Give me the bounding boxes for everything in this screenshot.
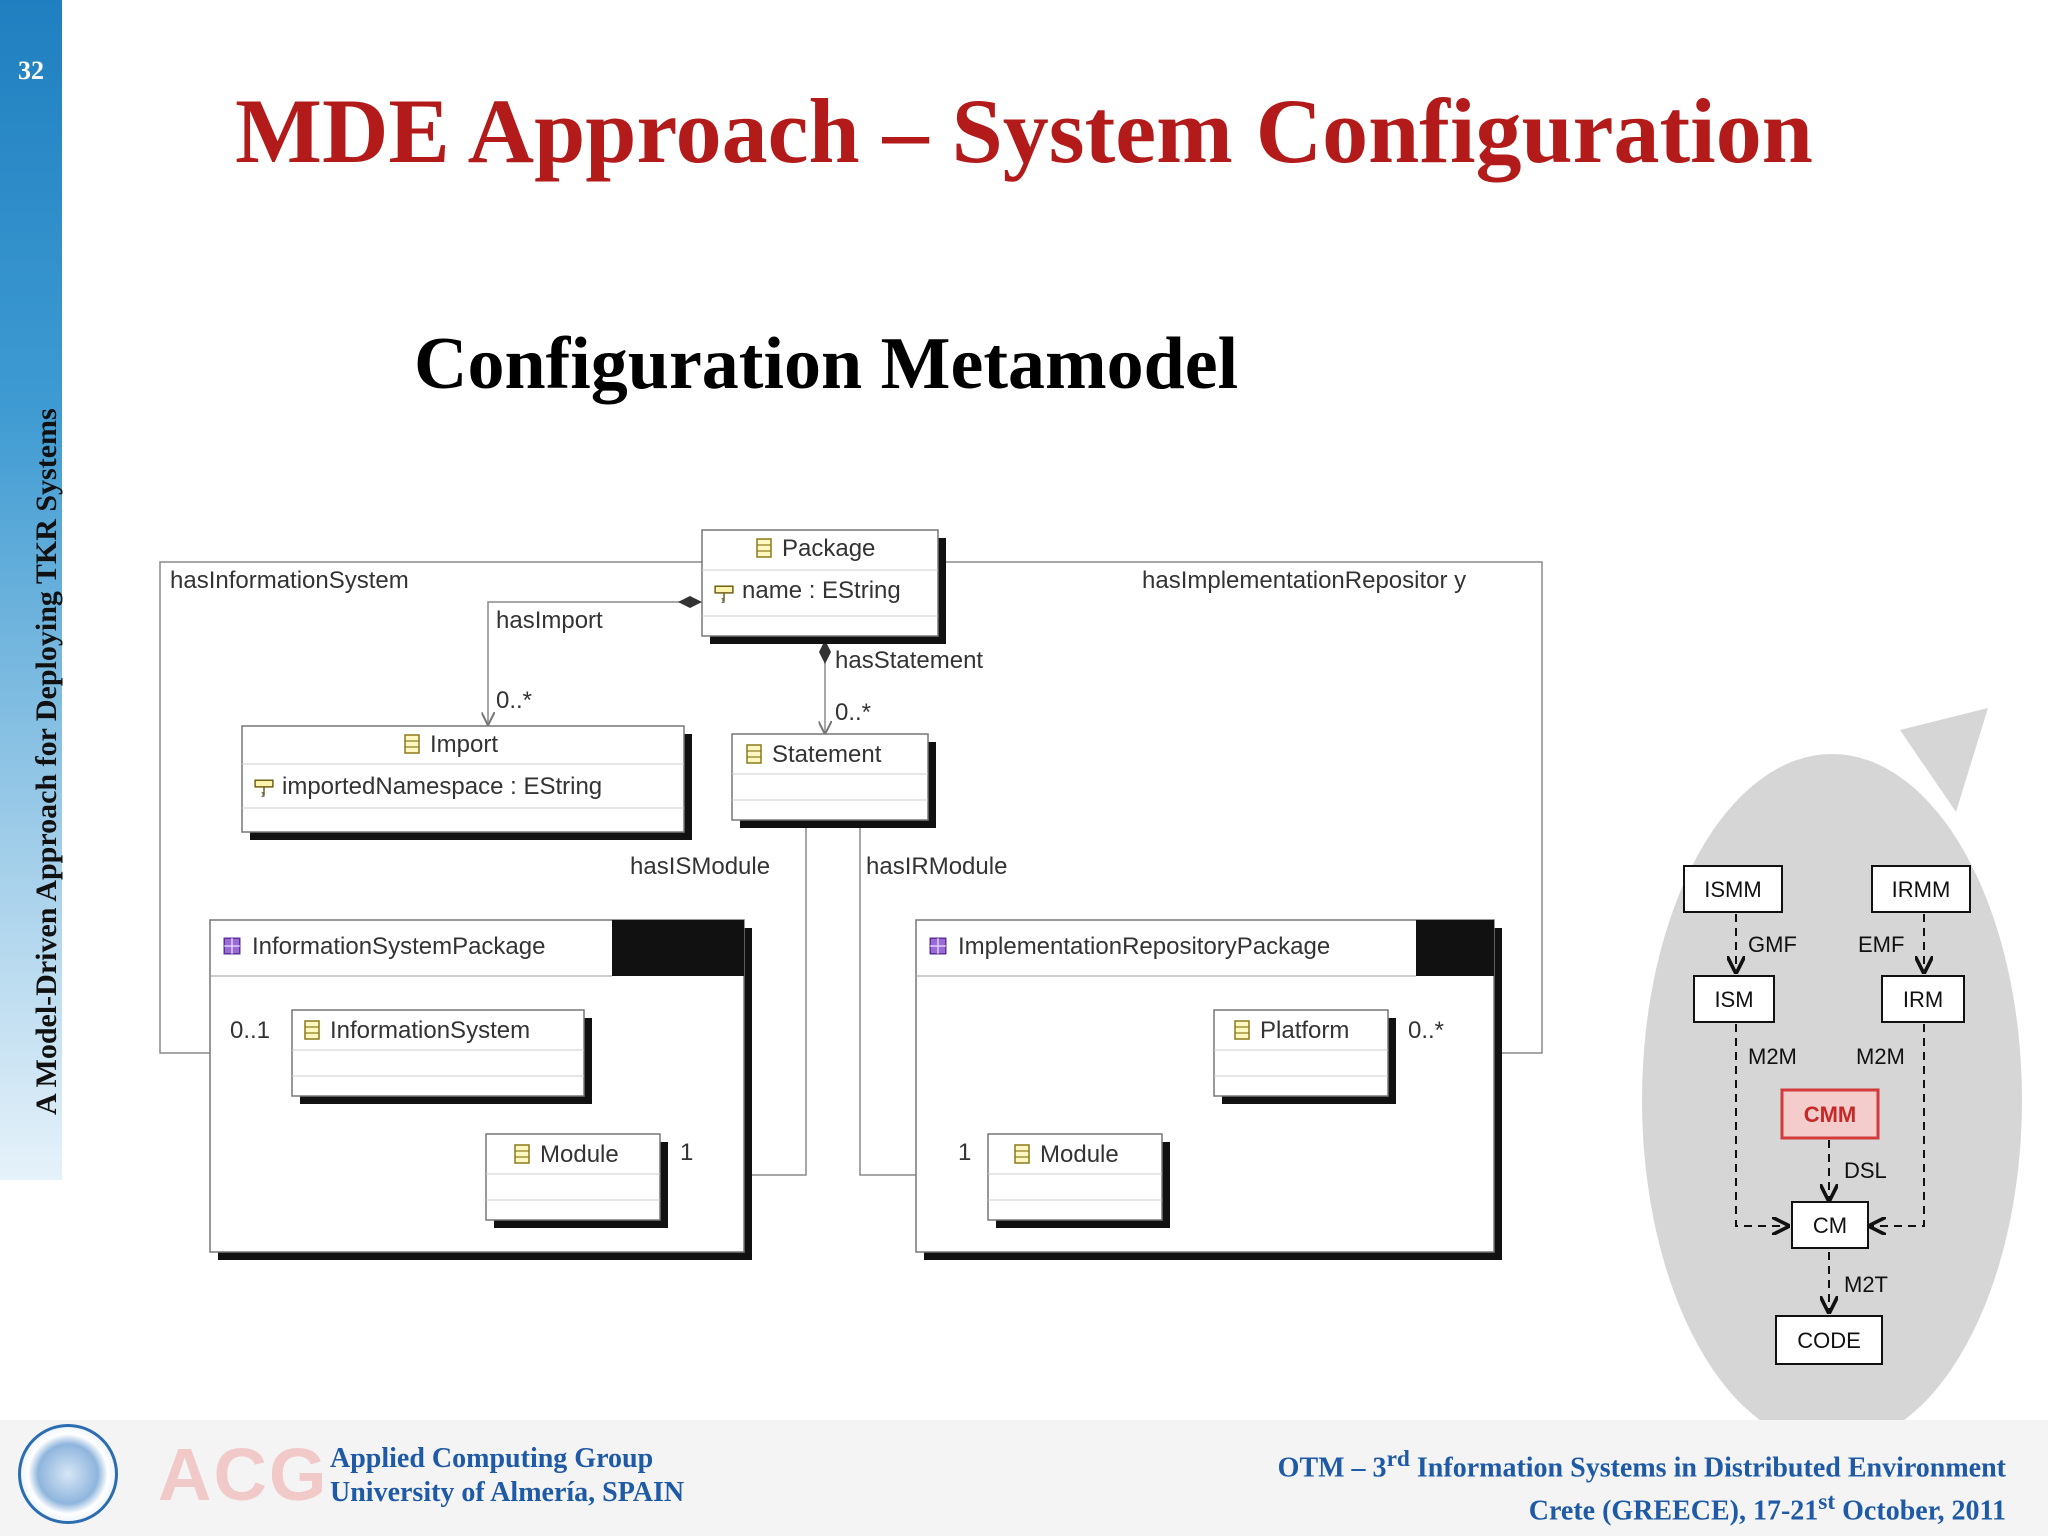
package-class-name: Package: [782, 535, 875, 562]
implementation-repository-package: ImplementationRepositoryPackage: [915, 919, 1502, 1260]
has-import-line: [488, 601, 702, 724]
package-class: Package name : EString: [701, 529, 946, 644]
node-code: CODE: [1797, 1328, 1861, 1353]
label-gmf: GMF: [1748, 932, 1797, 957]
node-irmm: IRMM: [1892, 877, 1951, 902]
rel-has-is-module: hasISModule: [630, 853, 770, 880]
information-system-name: InformationSystem: [330, 1017, 530, 1044]
university-seal: [18, 1424, 118, 1524]
class-icon: [404, 734, 420, 754]
label-emf: EMF: [1858, 932, 1904, 957]
node-irm: IRM: [1903, 987, 1943, 1012]
statement-class: Statement: [731, 733, 936, 828]
class-icon: [1014, 1144, 1030, 1164]
footer-conference: OTM – 3rd Information Systems in Distrib…: [1277, 1446, 2006, 1484]
arrow-irm-cm: [1870, 1024, 1925, 1226]
rel-has-impl-repo: hasImplementationRepositor y: [1142, 567, 1466, 594]
slide-number: 32: [18, 56, 44, 85]
package-icon: [223, 937, 241, 955]
import-class-name: Import: [430, 731, 498, 758]
platform-class: Platform: [1213, 1009, 1396, 1104]
mult-module-left: 1: [680, 1139, 693, 1166]
cmm-box: [1780, 1088, 1880, 1140]
module-left-class: Module: [485, 1133, 668, 1228]
mult-statement: 0..*: [835, 699, 871, 726]
label-m2m-right: M2M: [1856, 1044, 1905, 1069]
class-icon: [746, 744, 762, 764]
node-ism: ISM: [1714, 987, 1753, 1012]
class-icon: [304, 1020, 320, 1040]
label-m2t: M2T: [1844, 1272, 1888, 1297]
relation-labels: hasInformationSystem hasImport hasStatem…: [170, 567, 1466, 1166]
package-attribute: name : EString: [742, 577, 901, 604]
rel-has-statement: hasStatement: [835, 647, 983, 674]
node-ismm: ISMM: [1704, 877, 1761, 902]
node-cmm: CMM: [1804, 1102, 1857, 1127]
rel-has-ir-module: hasIRModule: [866, 853, 1007, 880]
mde-process-flow: ISMM IRMM GMF EMF ISM IRM M2M M2M CMM DS…: [1683, 865, 1971, 1365]
rel-has-information-system: hasInformationSystem: [170, 567, 409, 594]
ir-package-name: ImplementationRepositoryPackage: [958, 933, 1330, 960]
module-left-name: Module: [540, 1141, 619, 1168]
import-attribute: importedNamespace : EString: [282, 773, 602, 800]
side-bar: [0, 0, 62, 1180]
package-icon: [929, 937, 947, 955]
platform-name: Platform: [1260, 1017, 1349, 1044]
class-icon: [756, 538, 772, 558]
rel-has-import: hasImport: [496, 607, 603, 634]
class-icon: [514, 1144, 530, 1164]
footer-place-date: Crete (GREECE), 17-21st October, 2011: [1528, 1489, 2006, 1527]
footer-right: OTM – 3rd Information Systems in Distrib…: [1278, 1442, 2006, 1529]
information-system-class: InformationSystem: [291, 1009, 592, 1104]
bubble-tail: [1900, 708, 1988, 812]
mult-platform: 0..*: [1408, 1017, 1444, 1044]
label-m2m-left: M2M: [1748, 1044, 1797, 1069]
node-cm: CM: [1813, 1213, 1847, 1238]
label-dsl: DSL: [1844, 1158, 1887, 1183]
mult-import: 0..*: [496, 687, 532, 714]
footer-band: [0, 1420, 2048, 1536]
import-class: Import importedNamespace : EString: [241, 725, 692, 840]
statement-class-name: Statement: [772, 741, 882, 768]
arrow-ism-cm: [1735, 1024, 1788, 1226]
module-right-class: Module: [987, 1133, 1170, 1228]
mult-module-right: 1: [958, 1139, 971, 1166]
footer-left: Applied Computing Group University of Al…: [330, 1442, 684, 1510]
composition-diamond-import: [678, 596, 702, 608]
composition-diamond-statement: [819, 640, 831, 664]
footer-university: University of Almería, SPAIN: [330, 1477, 685, 1508]
acg-logo: ACG: [158, 1433, 329, 1516]
class-icon: [1234, 1020, 1250, 1040]
footer-group: Applied Computing Group: [330, 1443, 654, 1474]
module-right-name: Module: [1040, 1141, 1119, 1168]
page-title: MDE Approach – System Configuration: [235, 80, 1813, 182]
diagram-subtitle: Configuration Metamodel: [414, 323, 1239, 405]
mult-information-system: 0..1: [230, 1017, 270, 1044]
is-package-name: InformationSystemPackage: [252, 933, 545, 960]
